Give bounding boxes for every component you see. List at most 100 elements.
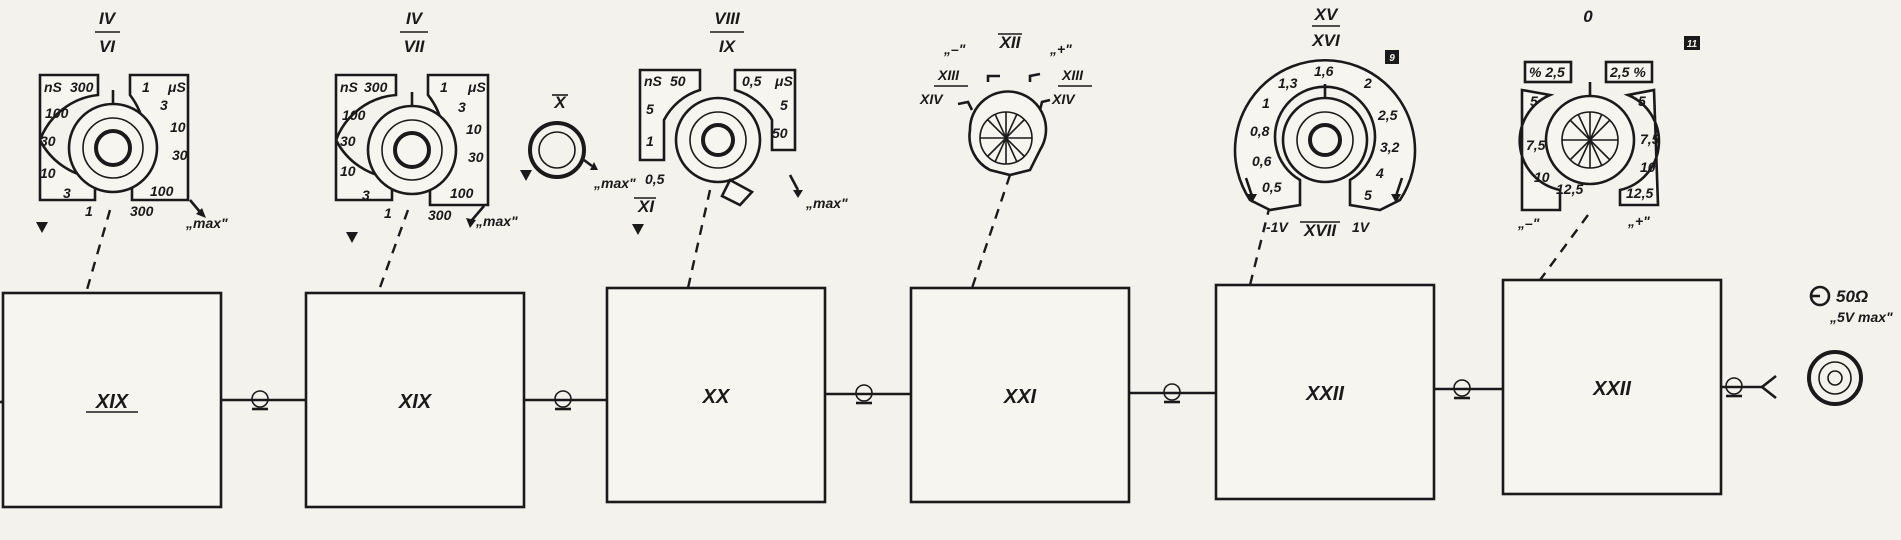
dial-2-tick-r2: 10 (466, 121, 482, 137)
dial-2-right-unit: μS (467, 79, 486, 95)
dial-3-tick-l2: 1 (646, 133, 654, 149)
dial-1-knob[interactable] (67, 102, 159, 194)
offset-switch[interactable]: 0 11 % 2,5 2,5 % 5 7,5 10 12,5 5 7,5 10 … (1517, 7, 1700, 231)
block-5-label: XXII (1305, 383, 1344, 405)
block-6-label: XXII (1592, 378, 1631, 400)
ring-control-x[interactable]: X „max" (520, 93, 636, 191)
dial-2-tick-l4: 3 (362, 187, 370, 203)
dial-5-header-bottom: XVI (1311, 31, 1341, 50)
dial-1-header-top: IV (99, 9, 117, 28)
dial-4-label-top: XII (999, 33, 1022, 52)
amplitude-switch[interactable]: XV XVI 9 0,5 0,6 0,8 1 1,3 1,6 2 2,5 3,2… (1233, 5, 1417, 240)
dial-5-right-volt: 1V (1352, 219, 1371, 235)
output-jack-outer[interactable] (1807, 350, 1863, 406)
dial-3-right-scale-plate (733, 68, 797, 152)
dial-5-tick-9: 4 (1375, 165, 1384, 181)
dial-5-tick-4: 1,3 (1278, 75, 1298, 91)
dial-6-left-header-box (1523, 60, 1573, 84)
range-switch-1[interactable]: IV VI nS μS 300 100 30 10 3 1 1 3 10 30 … (36, 9, 228, 233)
dial-1-max-label: „max" (185, 215, 228, 231)
block-1-label: XIX (95, 391, 130, 413)
link-dial-5 (1248, 204, 1272, 286)
ring-outer[interactable] (528, 121, 586, 179)
output-terminal[interactable]: „5V max" 50Ω (1807, 285, 1893, 406)
dial-1-marker-triangle (36, 222, 48, 233)
dial-3-tick-r1: 5 (780, 97, 788, 113)
dial-2-header-bottom: VII (404, 37, 426, 56)
dial-2-tick-r0: 1 (440, 79, 448, 95)
dial-5-tick-8: 3,2 (1380, 139, 1400, 155)
link-dial-6 (1539, 214, 1589, 281)
dial-2-tick-r4: 100 (450, 185, 474, 201)
dial-3-left-scale-plate (638, 68, 702, 162)
dial-4-right-bottom: XIV (1051, 91, 1076, 107)
dial-6-tick-r1: 7,5 (1640, 131, 1660, 147)
ring-label: X (553, 93, 567, 112)
dial-4-right-sign: „+" (1049, 41, 1072, 57)
dial-6-tick-r2: 10 (1640, 159, 1656, 175)
dial-5-scale-plate (1233, 58, 1417, 212)
output-connector (1721, 374, 1777, 400)
dial-4-spokes (980, 112, 1032, 164)
dial-6-left-scale-plate (1518, 88, 1562, 212)
dial-6-left-header: % 2,5 (1529, 64, 1565, 80)
dial-3-knob[interactable] (674, 96, 762, 184)
block-2-label: XIX (398, 391, 433, 413)
range-switch-3[interactable]: VIII IX nS μS 50 5 1 0,5 0,5 5 50 XI „ma… (632, 9, 848, 235)
dial-1-tick-r1: 3 (160, 97, 168, 113)
connector-4-5 (1129, 383, 1216, 404)
dial-6-right-header-box (1604, 60, 1654, 84)
dial-6-minus-label: „–" (1517, 215, 1540, 231)
dial-2-left-unit: nS (340, 79, 359, 95)
connector-1-2 (221, 390, 306, 411)
dial-2-marker-triangle (346, 232, 358, 243)
dial-6-tick-l1: 7,5 (1526, 137, 1546, 153)
link-dial-1 (84, 209, 112, 294)
block-3-label: XX (702, 386, 731, 408)
dial-6-right-scale-plate (1618, 88, 1661, 207)
dial-3-right-unit: μS (774, 73, 793, 89)
dial-1-tick-l5: 1 (85, 203, 93, 219)
connector-2-3 (524, 390, 607, 411)
dial-6-plus-label: „+" (1627, 213, 1650, 229)
output-impedance: 50Ω (1836, 287, 1868, 306)
dial-3-tick-l3: 0,5 (645, 171, 665, 187)
dial-6-tick-l0: 5 (1530, 93, 1538, 109)
dial-5-badge-text: 9 (1389, 53, 1395, 64)
dial-5-header-top: XV (1314, 5, 1339, 24)
dial-4-left-top: XIII (937, 67, 960, 83)
dial-3-tick-r2: 50 (772, 125, 788, 141)
dial-1-tick-l3: 10 (40, 165, 56, 181)
dial-2-tick-r3: 30 (468, 149, 484, 165)
dial-2-tick-r5: 300 (428, 207, 452, 223)
output-max-label: „5V max" (1829, 309, 1893, 325)
dial-3-marker-triangle (632, 224, 644, 235)
dial-1-tick-r4: 100 (150, 183, 174, 199)
block-2 (304, 291, 526, 509)
range-switch-2[interactable]: IV VII nS μS 300 100 30 10 3 1 1 3 10 30… (334, 9, 518, 243)
dial-3-tick-l0: 50 (670, 73, 686, 89)
ring-max-label: „max" (593, 175, 636, 191)
block-3 (605, 286, 827, 504)
dial-5-bottom-label: XVII (1303, 221, 1337, 240)
connector-5-6 (1434, 379, 1503, 400)
dial-5-tick-5: 1,6 (1314, 63, 1334, 79)
polarity-wheel[interactable]: XII „–" „+" XIII XIV XIII XIV (919, 33, 1092, 177)
dial-1-header-bottom: VI (99, 37, 116, 56)
dial-6-badge-text: 11 (1687, 39, 1698, 50)
dial-3-tick-r0: 0,5 (742, 73, 762, 89)
dial-4-left-bottom: XIV (919, 91, 944, 107)
block-5 (1214, 283, 1436, 501)
block-6 (1501, 278, 1723, 496)
dial-6-tick-r0: 5 (1638, 93, 1646, 109)
dial-2-tick-l0: 300 (364, 79, 388, 95)
dial-5-knob[interactable] (1281, 96, 1369, 184)
dial-5-tick-7: 2,5 (1377, 107, 1398, 123)
dial-3-max-label: „max" (805, 195, 848, 211)
dial-5-badge (1385, 50, 1399, 64)
block-1 (1, 291, 223, 509)
dial-5-tick-6: 2 (1363, 75, 1372, 91)
dial-3-pointer (720, 178, 755, 207)
dial-3-header-top: VIII (714, 9, 741, 28)
dial-6-tick-r3: 12,5 (1626, 185, 1653, 201)
